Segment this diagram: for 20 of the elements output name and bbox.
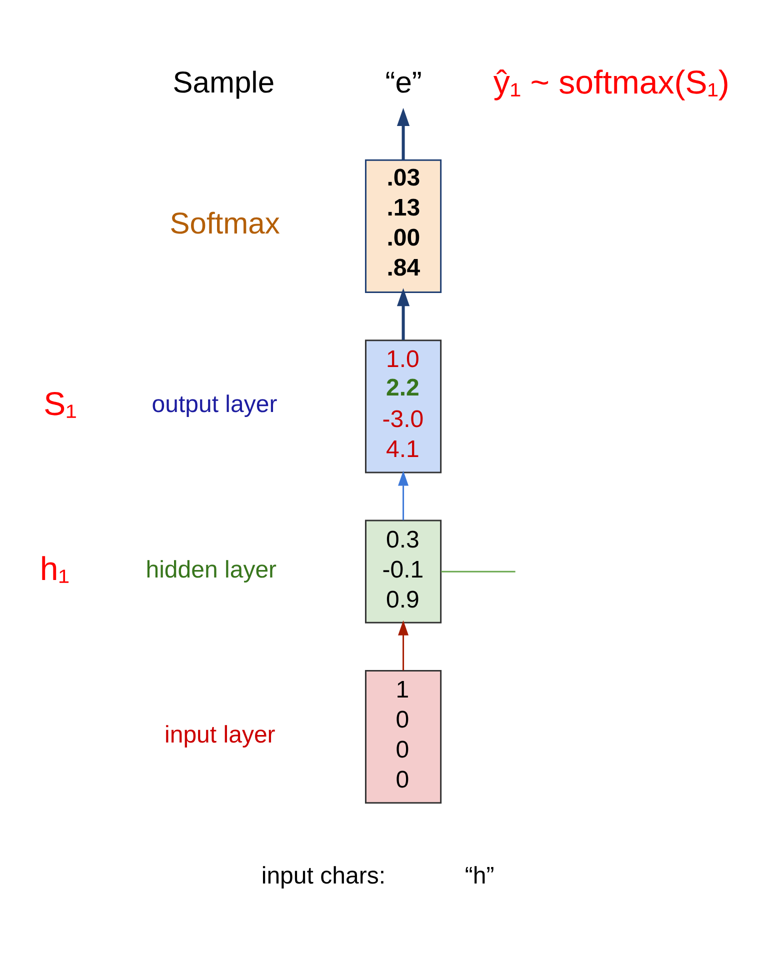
label: h₁ [40,550,70,587]
node-label: input layer [164,721,276,748]
node-box: 1 0 0 0 [364,669,442,804]
label: input chars: [261,862,386,890]
node-label: hidden layer [146,556,277,583]
node-label: output layer [152,390,278,418]
arrow [396,288,410,340]
arrow [398,470,409,520]
arrow [396,107,410,160]
label: S₁ [44,384,77,422]
node-label: Sample [172,66,275,100]
node-box: .03 .13 .00 .84 [364,158,442,293]
node-label: Softmax [170,207,280,240]
node-text: “e” [385,66,422,100]
node-box: 0.3 -0.1 0.9 [364,519,442,623]
label: “h” [464,862,494,890]
label: ŷ₁ ~ softmax(S₁) [493,62,730,100]
connector [441,570,516,572]
arrow [398,620,409,670]
node-box: 1.0 2.2 -3.0 4.1 [364,339,442,473]
